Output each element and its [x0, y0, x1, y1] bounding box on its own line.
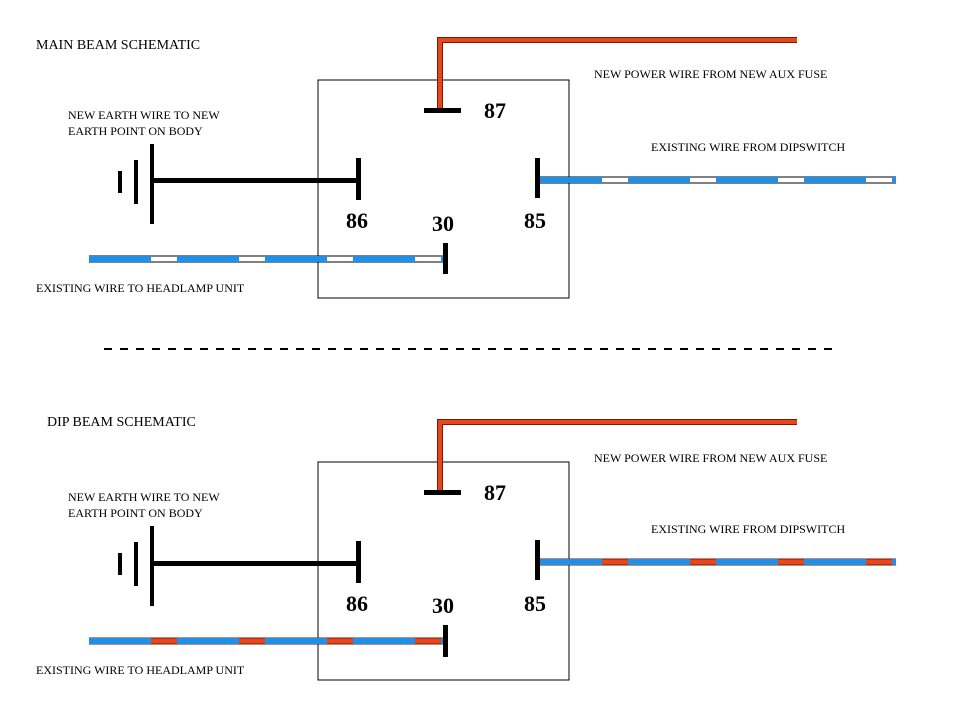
main-pin-87-label: 87	[484, 98, 506, 123]
dip-pin-87-label: 87	[484, 480, 506, 505]
main-pin-86-terminal	[356, 158, 361, 200]
main-pin-85-label: 85	[524, 208, 546, 233]
dip-earth-label-line1: NEW EARTH WIRE TO NEW	[68, 490, 220, 504]
dip-relay-box	[317, 461, 570, 681]
dip-pin-86-terminal	[356, 541, 361, 583]
main-pin-86-label: 86	[346, 208, 368, 233]
main-dipswitch-wire-label: EXISTING WIRE FROM DIPSWITCH	[651, 140, 845, 154]
main-earth-symbol	[118, 144, 154, 224]
main-pin-30-label: 30	[432, 211, 454, 236]
main-headlamp-wire-label: EXISTING WIRE TO HEADLAMP UNIT	[36, 281, 245, 295]
dip-beam-title: DIP BEAM SCHEMATIC	[47, 415, 196, 430]
dip-pin-86-label: 86	[346, 591, 368, 616]
dip-pin-87-terminal	[424, 490, 461, 495]
main-power-wire	[437, 37, 797, 108]
dip-pin-85-label: 85	[524, 591, 546, 616]
dip-beam-section: DIP BEAM SCHEMATIC NEW POWER WIRE FROM N…	[36, 415, 896, 681]
main-earth-wire	[154, 178, 358, 183]
main-relay-box	[317, 79, 570, 299]
dip-headlamp-wire-label: EXISTING WIRE TO HEADLAMP UNIT	[36, 663, 245, 677]
dip-power-wire-label: NEW POWER WIRE FROM NEW AUX FUSE	[594, 451, 827, 465]
main-pin-87-terminal	[424, 108, 461, 113]
dip-pin-30-label: 30	[432, 593, 454, 618]
main-pin-85-terminal	[535, 158, 540, 198]
main-power-wire-label: NEW POWER WIRE FROM NEW AUX FUSE	[594, 67, 827, 81]
dip-power-wire	[437, 419, 797, 490]
main-beam-title: MAIN BEAM SCHEMATIC	[36, 38, 200, 53]
dip-earth-wire	[154, 561, 358, 566]
dip-pin-30-terminal	[443, 625, 448, 657]
main-pin-30-terminal	[443, 243, 448, 274]
main-beam-section: MAIN BEAM SCHEMATIC NEW POWER WIRE FROM …	[36, 37, 896, 299]
dip-earth-symbol	[118, 526, 154, 606]
dip-dipswitch-wire-label: EXISTING WIRE FROM DIPSWITCH	[651, 522, 845, 536]
main-earth-label-line1: NEW EARTH WIRE TO NEW	[68, 108, 220, 122]
dip-earth-label-line2: EARTH POINT ON BODY	[68, 506, 203, 520]
dip-pin-85-terminal	[535, 540, 540, 580]
main-earth-label-line2: EARTH POINT ON BODY	[68, 124, 203, 138]
